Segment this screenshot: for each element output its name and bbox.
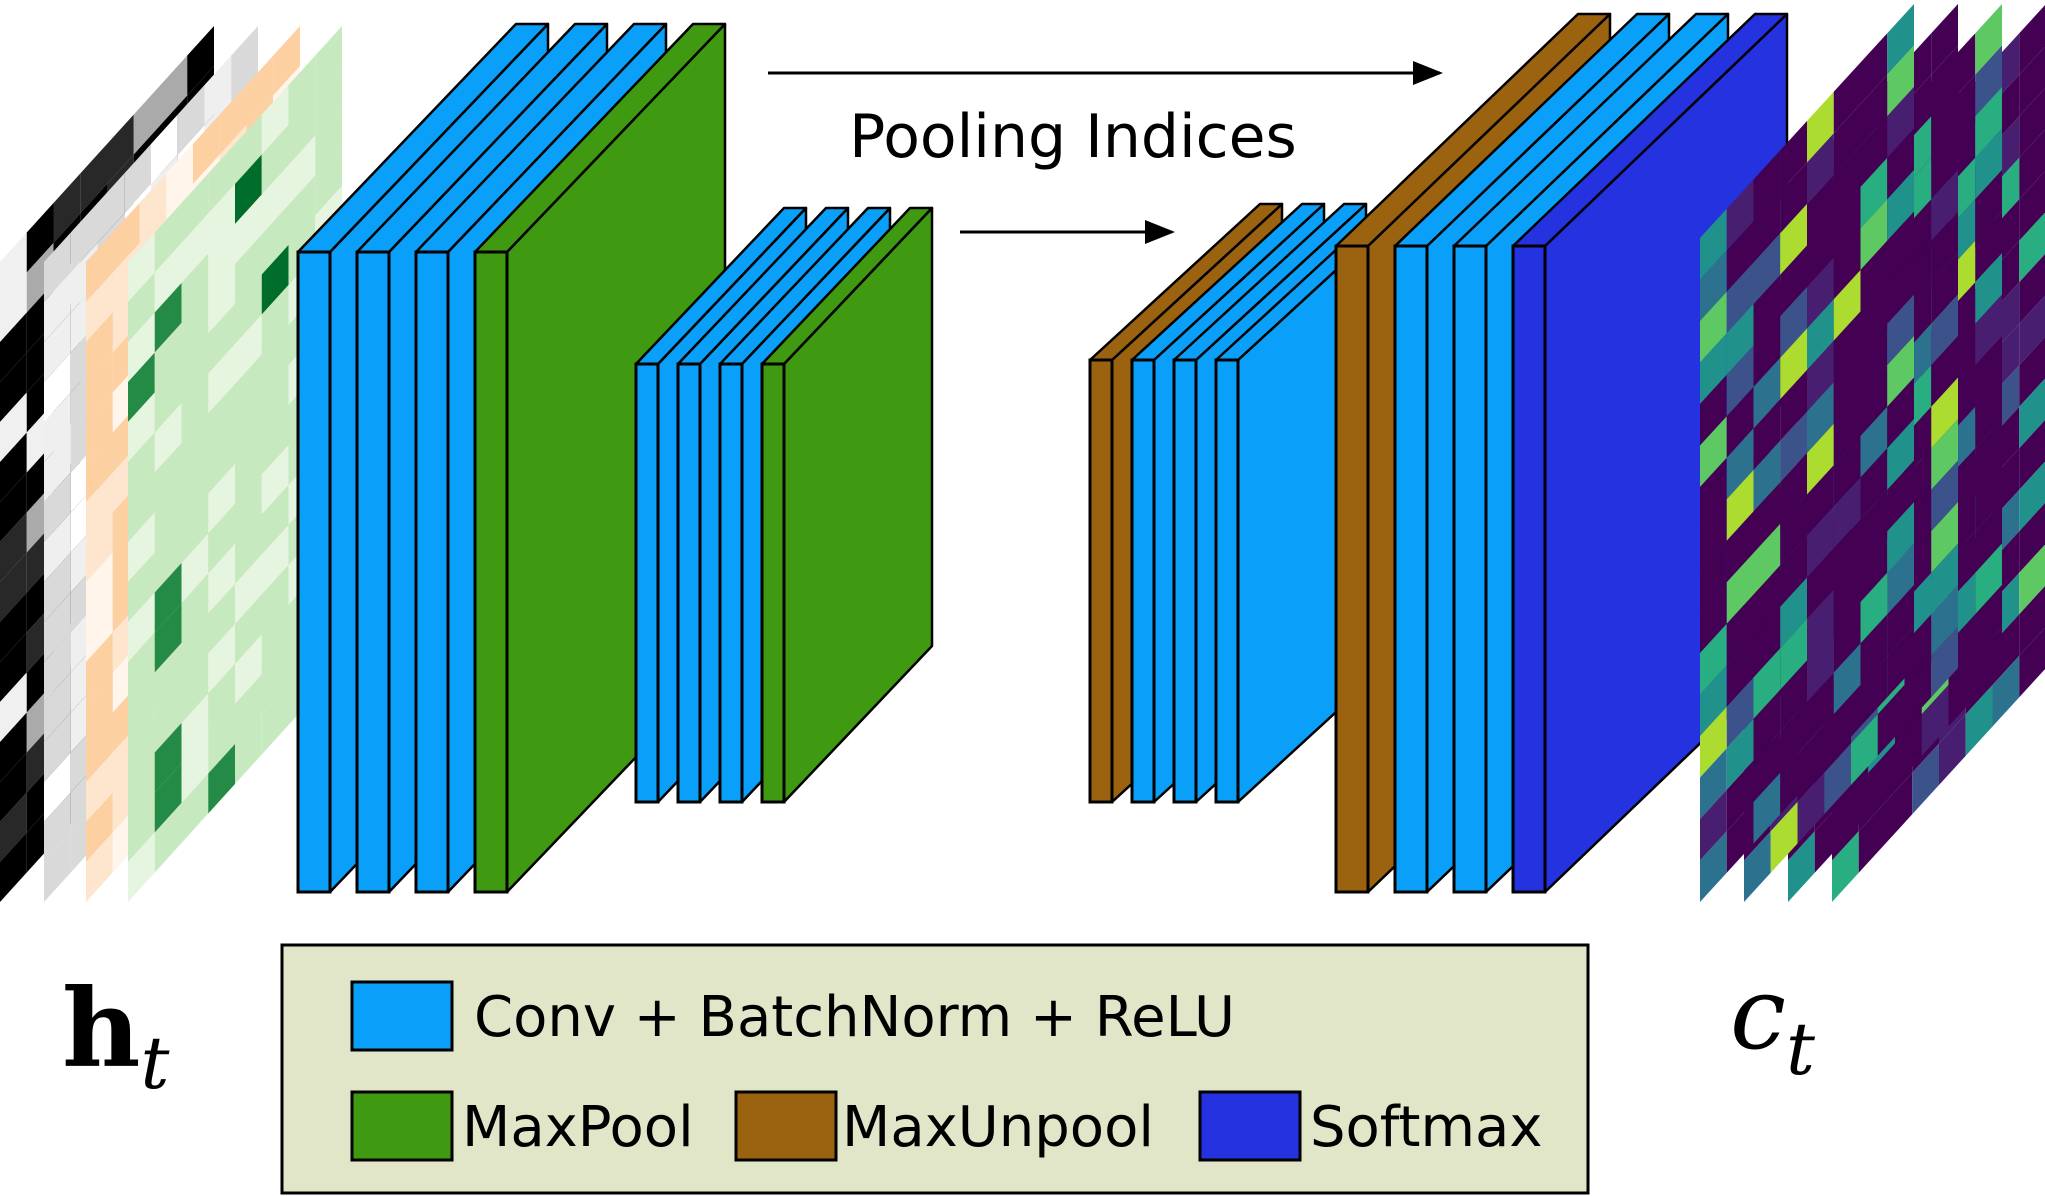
input-label: ht: [62, 966, 171, 1105]
legend-label-maxpool: MaxPool: [462, 1095, 694, 1160]
legend-label-maxunpool: MaxUnpool: [842, 1095, 1154, 1160]
input-label-sub: t: [141, 1021, 171, 1105]
legend-label-conv: Conv + BatchNorm + ReLU: [474, 985, 1235, 1050]
pooling-indices-label: Pooling Indices: [849, 102, 1297, 172]
legend-swatch-conv: [350, 980, 454, 1052]
input-map-4: [128, 26, 342, 902]
legend-swatch-maxunpool: [734, 1090, 838, 1162]
output-label-sub: t: [1786, 1007, 1816, 1091]
legend-swatch-softmax: [1198, 1090, 1302, 1162]
legend-box: [280, 943, 1590, 1195]
output-label: ct: [1730, 955, 1816, 1091]
legend: Conv + BatchNorm + ReLU MaxPool MaxUnpoo…: [280, 943, 1590, 1195]
enc2-layer-4-maxpool: [760, 206, 934, 804]
output-label-base: c: [1730, 955, 1786, 1072]
legend-label-softmax: Softmax: [1310, 1095, 1543, 1160]
output-map-1: [1700, 4, 1914, 902]
output-class-maps: [1700, 4, 2045, 902]
input-label-base: h: [62, 966, 141, 1092]
legend-swatch-maxpool: [350, 1090, 454, 1162]
input-feature-maps: [0, 26, 342, 902]
encoder-block-2: [634, 206, 934, 804]
